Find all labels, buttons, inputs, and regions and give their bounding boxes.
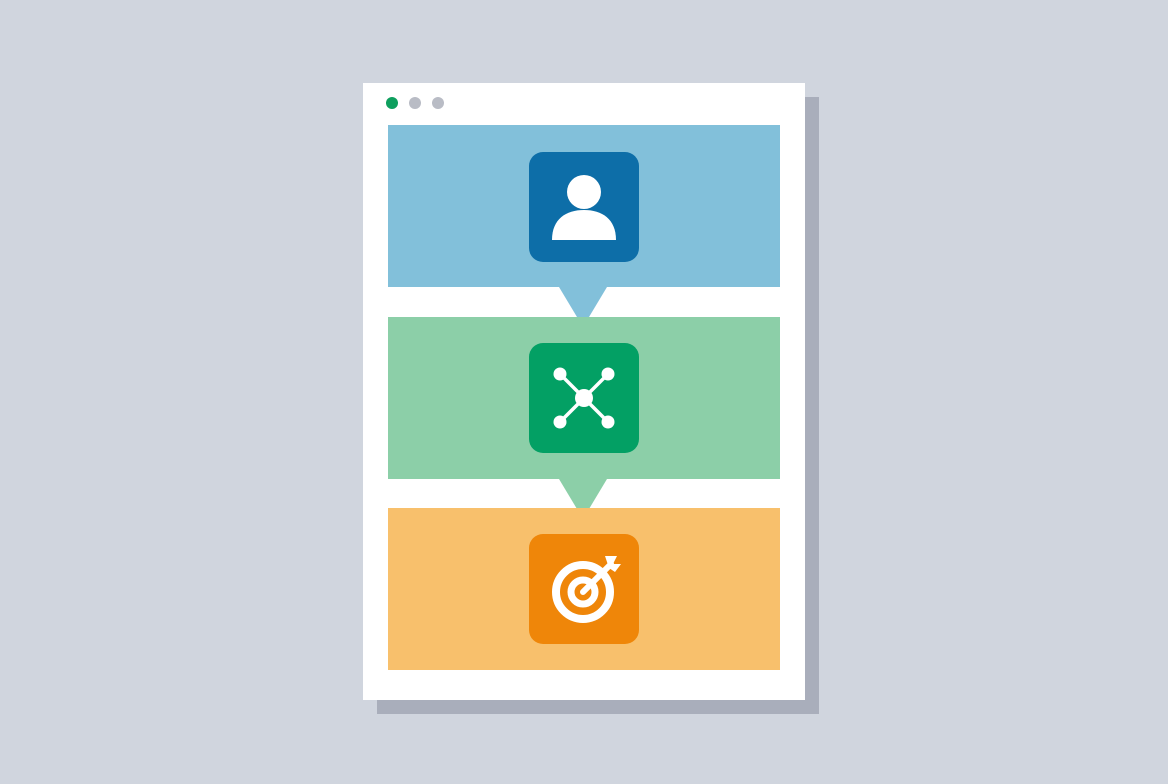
network-nodes-icon <box>553 367 615 429</box>
window-dot-grey-2[interactable] <box>432 97 444 109</box>
target-arrow-icon <box>552 556 621 623</box>
user-icon <box>552 175 616 240</box>
window-dot-grey[interactable] <box>409 97 421 109</box>
step-1-tile <box>529 152 639 262</box>
step-2-tile <box>529 343 639 453</box>
step-3-tile <box>529 534 639 644</box>
step-1-pointer-arrow <box>559 287 607 327</box>
window-dot-green[interactable] <box>386 97 398 109</box>
step-2-pointer-arrow <box>559 479 607 519</box>
